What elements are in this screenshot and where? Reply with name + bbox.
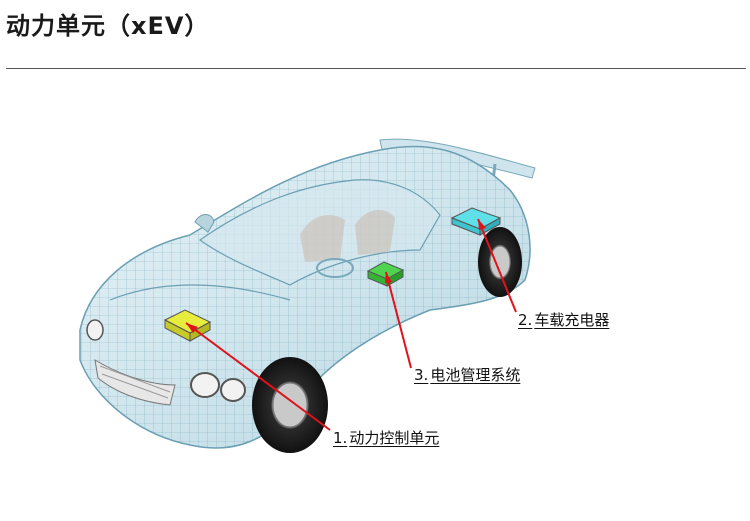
callout-onboard-charger[interactable]: 2.车载充电器 <box>518 309 609 330</box>
leader-line-2 <box>477 218 517 313</box>
title-divider <box>6 68 746 69</box>
headlight-right <box>86 319 104 341</box>
callout-number: 3. <box>414 366 429 384</box>
arrowhead-1 <box>186 323 198 333</box>
leader-line-3 <box>385 271 412 369</box>
car-diagram <box>79 138 536 453</box>
arrowhead-3 <box>385 272 392 283</box>
callout-label: 车载充电器 <box>534 311 610 329</box>
arrowhead-2 <box>478 219 486 230</box>
callout-battery-management-system[interactable]: 3.电池管理系统 <box>414 364 520 385</box>
onboard-charger-box[interactable] <box>450 207 502 236</box>
callout-number: 2. <box>518 311 533 329</box>
callout-power-control-unit[interactable]: 1.动力控制单元 <box>333 427 439 448</box>
callout-number: 1. <box>333 429 348 447</box>
front-grille <box>94 359 176 406</box>
headlight-left <box>190 372 246 402</box>
leader-line-1 <box>185 322 331 431</box>
callout-label: 动力控制单元 <box>349 429 440 447</box>
page-title: 动力单元（xEV） <box>6 12 210 40</box>
power-control-unit-box[interactable] <box>163 309 212 342</box>
callout-label: 电池管理系统 <box>430 366 521 384</box>
front-wheel <box>252 357 328 453</box>
